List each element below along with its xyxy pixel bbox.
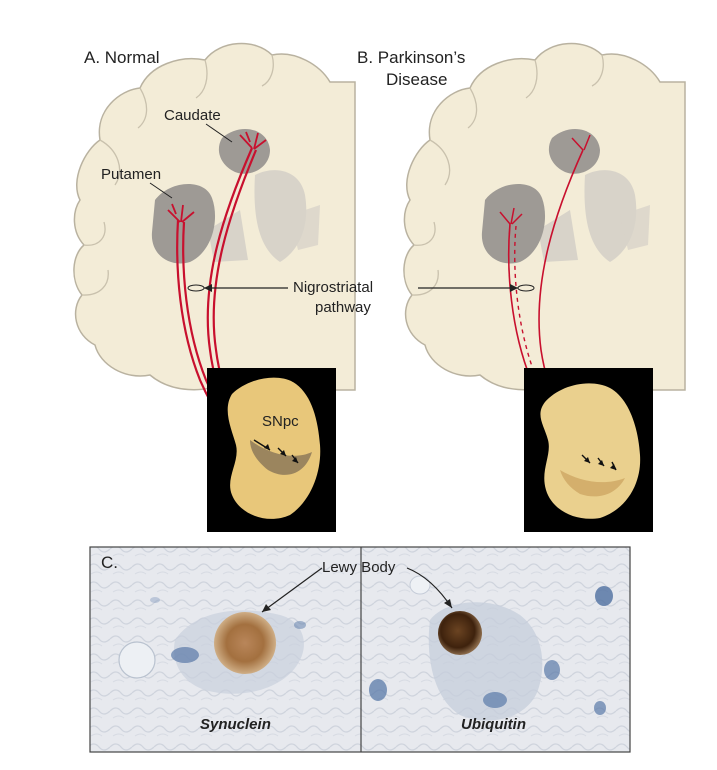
lewy-body-ubiquitin <box>438 611 482 655</box>
panel-a-normal <box>73 42 356 451</box>
lewy-body-synuclein <box>214 612 276 674</box>
tissue-photo-b <box>524 368 653 532</box>
panel-c-lewy-bodies <box>89 546 631 753</box>
ubiquitin-label: Ubiquitin <box>461 716 526 733</box>
internal-capsule-a <box>208 210 248 262</box>
pathway-label-line1: Nigrostriatal <box>293 279 374 296</box>
lateral-ventricle-b <box>584 170 637 262</box>
midbrain-a <box>227 377 321 519</box>
pathway-label-line2: pathway <box>315 299 371 316</box>
putamen-label: Putamen <box>101 166 162 183</box>
putamen-shape-b <box>481 183 546 264</box>
caudate-leader <box>205 123 233 143</box>
caudate-label: Caudate <box>164 107 221 124</box>
midbrain-b <box>540 383 641 519</box>
tissue-photo-a <box>207 368 336 532</box>
panel-c-title: C. <box>101 553 118 572</box>
caudate-shape-a <box>218 128 270 174</box>
lateral-ventricle-a <box>254 170 307 262</box>
snpc-label: SNpc <box>262 413 299 430</box>
synuclein-label: Synuclein <box>200 716 271 733</box>
lewy-body-label: Lewy Body <box>322 559 396 576</box>
thalamus-a <box>290 205 320 250</box>
panel-a-title: A. Normal <box>84 48 160 67</box>
thalamus-b <box>620 205 650 250</box>
panel-b-title-line2: Disease <box>386 70 448 89</box>
putamen-leader <box>149 182 173 199</box>
panel-b-title-line1: B. Parkinson’s <box>357 48 466 67</box>
pathway-arrows <box>204 284 518 292</box>
